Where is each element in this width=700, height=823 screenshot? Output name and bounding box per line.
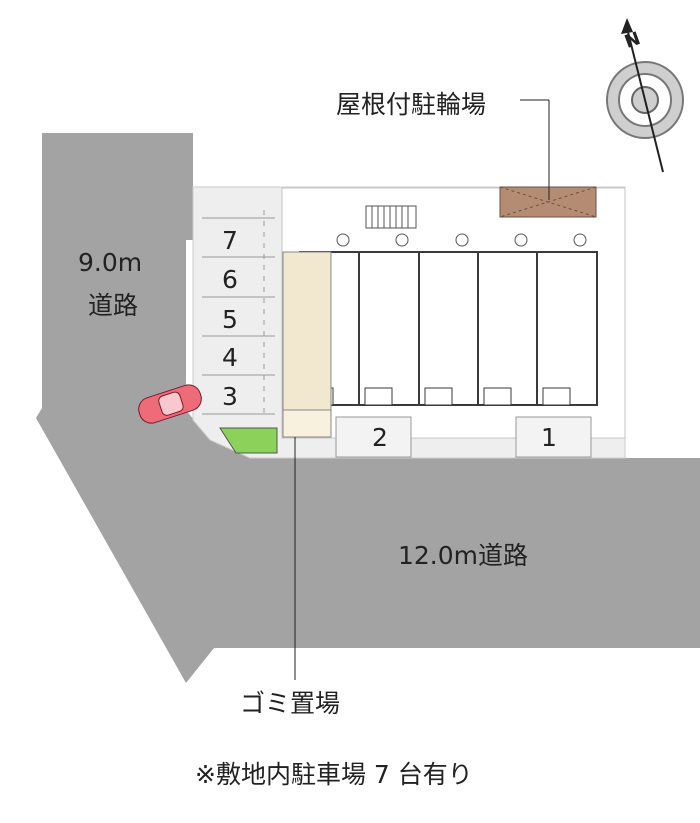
parking-stall-2 (335, 416, 412, 458)
road-bottom-label: 12.0m道路 (398, 541, 529, 570)
balcony (424, 387, 453, 406)
parking-number-7: 7 (222, 226, 238, 255)
door-icon (514, 233, 528, 247)
road-left-width: 9.0m (78, 248, 143, 277)
parking-number-5: 5 (222, 305, 238, 334)
building-unit (418, 251, 480, 406)
door-icon (455, 233, 469, 247)
green-area (219, 427, 278, 454)
bike-parking-roof (499, 186, 597, 218)
car-icon (138, 384, 202, 424)
parking-stalls-left (202, 210, 275, 415)
parking-number-2: 2 (372, 423, 388, 452)
parking-number-6: 6 (222, 265, 238, 294)
garbage-bin (282, 409, 332, 438)
stairs (365, 205, 417, 229)
road-left-9m (36, 133, 700, 683)
garbage-area (282, 251, 332, 438)
balcony (364, 387, 393, 406)
door-icon (573, 233, 587, 247)
balcony (542, 387, 571, 406)
road-left-name: 道路 (88, 291, 139, 320)
building-unit (536, 251, 598, 406)
compass-icon (606, 18, 684, 173)
building-unit (358, 251, 420, 406)
parking-stall-1 (515, 416, 592, 458)
parking-number-1: 1 (541, 423, 557, 452)
building-units (299, 233, 598, 406)
footnote: ※敷地内駐車場 7 台有り (195, 760, 473, 789)
garbage-label: ゴミ置場 (240, 689, 341, 718)
door-icon (336, 233, 350, 247)
bike-parking-label: 屋根付駐輪場 (336, 90, 487, 119)
parking-number-4: 4 (222, 343, 238, 372)
door-icon (395, 233, 409, 247)
balcony (483, 387, 512, 406)
building-unit (477, 251, 539, 406)
parking-number-3: 3 (222, 382, 238, 411)
